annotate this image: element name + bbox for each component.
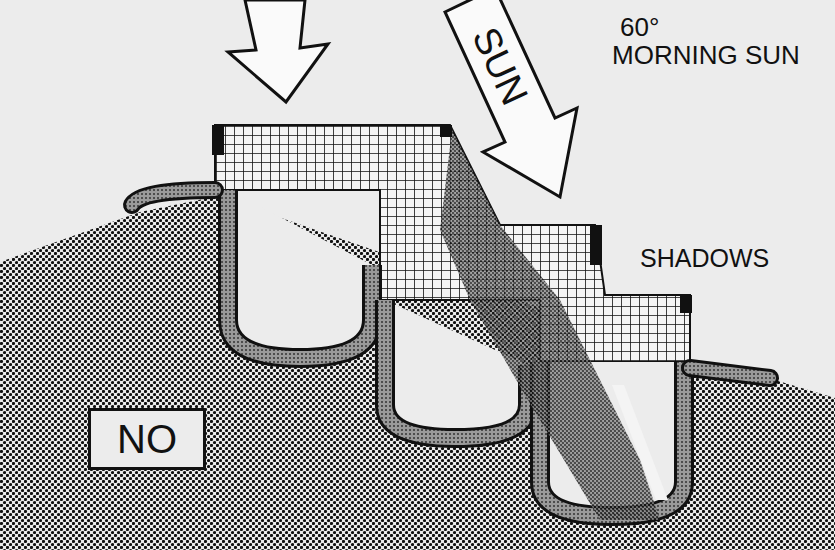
time-label: MORNING SUN [612, 42, 800, 68]
shadow-label: SHADOWS [640, 246, 769, 271]
angle-label: 60° [620, 14, 659, 40]
box-text: NO [117, 419, 177, 459]
light-strip [612, 385, 668, 500]
frame-caps [212, 125, 692, 313]
sun-arrow [445, 0, 577, 197]
sun-arrow [228, 0, 328, 102]
no-box: NO [88, 408, 206, 470]
